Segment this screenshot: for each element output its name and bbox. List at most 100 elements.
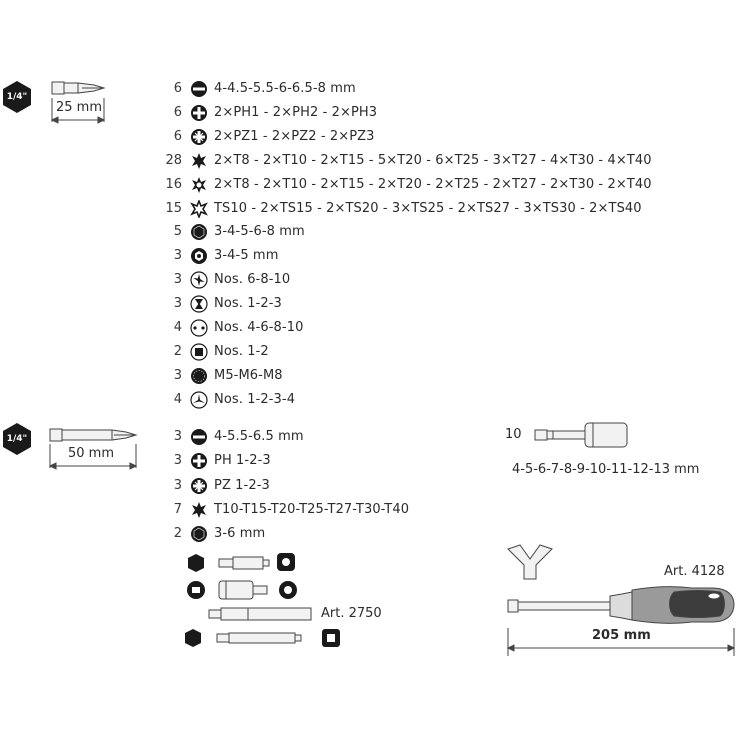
bit-spec-row: 3 M5-M6-M8: [152, 365, 712, 387]
bit-length-label: 25 mm: [56, 100, 103, 115]
bit-count: 6: [173, 81, 182, 96]
nut-setter-count: 10: [505, 427, 522, 442]
bit-sizes: Nos. 1-2: [214, 343, 269, 359]
bit-count: 3: [173, 477, 182, 493]
bit-count: 15: [165, 200, 182, 216]
bit-count: 4: [173, 320, 182, 335]
hex-icon: [190, 525, 208, 543]
bit-sizes: 3-4-5 mm: [214, 248, 279, 264]
bit-sizes: Nos. 6-8-10: [214, 272, 291, 288]
bit-sizes: TS10 - 2×TS15 - 2×TS20 - 3×TS25 - 2×TS27…: [214, 200, 642, 216]
bit-spec-row: 6 2×PH1 - 2×PH2 - 2×PH3: [152, 102, 712, 124]
phillips-icon: [190, 104, 208, 122]
hexagon-icon: [3, 423, 31, 455]
torx-icon: [190, 152, 208, 170]
bit-spec-row: 3 Nos. 6-8-10: [152, 269, 712, 291]
bit-count: 28: [165, 152, 182, 168]
bit-count: 3: [173, 429, 182, 444]
bit-spec-row: 4 Nos. 1-2-3-4: [152, 389, 712, 411]
bit-spec-row: 3 PZ 1-2-3: [152, 475, 712, 497]
bit-count: 2: [173, 526, 182, 542]
bit-sizes: Nos. 1-2-3: [214, 296, 282, 312]
bit-count: 2: [173, 343, 182, 359]
bit-sizes: 3-6 mm: [214, 526, 266, 542]
drive-size-label-2: 1/4": [6, 434, 28, 444]
bit-count: 16: [165, 176, 182, 192]
bit-spec-row: 7 T10-T15-T20-T25-T27-T30-T40: [152, 499, 712, 521]
slotted-icon: [190, 428, 208, 446]
bit-length-label-2: 50 mm: [68, 446, 115, 461]
bit-sizes: 2×T8 - 2×T10 - 2×T15 - 2×T20 - 2×T25 - 2…: [214, 176, 652, 192]
extension-bar-drawing: [216, 632, 302, 644]
screwdriver-length-label: 205 mm: [592, 628, 651, 643]
drive-size-badge: 1/4": [2, 80, 32, 114]
tri-wing-icon: [190, 391, 208, 409]
socket-adapter-drawing: [218, 580, 268, 600]
bit-count: 3: [173, 367, 182, 383]
bit-sizes: 2×PZ1 - 2×PZ2 - 2×PZ3: [214, 128, 375, 144]
pozidriv-icon: [190, 477, 208, 495]
bit-count: 7: [173, 501, 182, 517]
drive-size-badge-2: 1/4": [2, 422, 32, 456]
bit-spec-row: 3 4-5.5-6.5 mm: [152, 426, 712, 448]
bit-sizes: 3-4-5-6-8 mm: [214, 224, 305, 240]
bit-spec-row: 15 TS10 - 2×TS15 - 2×TS20 - 3×TS25 - 2×TS…: [152, 198, 712, 220]
bit-sizes: Nos. 1-2-3-4: [214, 391, 296, 407]
round-badge-icon: [187, 581, 205, 599]
small-hex-badge-icon: [188, 554, 204, 572]
socket-badge-icon-2: [322, 629, 340, 647]
bit-count: 5: [173, 224, 182, 240]
square-icon: [190, 343, 208, 361]
bit-count: 6: [173, 104, 182, 120]
xzn-icon: [190, 367, 208, 385]
nut-setter-sizes: 4-5-6-7-8-9-10-11-12-13 mm: [512, 462, 700, 477]
bit-spec-row: 6 4-4.5-5.5-6-6.5-8 mm: [152, 78, 712, 100]
torx-icon: [190, 501, 208, 519]
round-badge-icon-2: [279, 581, 297, 599]
bit-sizes: Nos. 4-6-8-10: [214, 320, 304, 335]
bit-sizes: 4-4.5-5.5-6-6.5-8 mm: [214, 81, 356, 96]
bit-count: 3: [173, 453, 182, 469]
wing-adapter-drawing: [507, 544, 553, 580]
hex-tamper-icon: [190, 247, 208, 265]
bit-sizes: 2×PH1 - 2×PH2 - 2×PH3: [214, 104, 378, 120]
bit-holder-drawing: [208, 607, 312, 621]
small-hex-badge-icon-2: [185, 629, 201, 647]
bit-count: 4: [173, 391, 182, 407]
bit-count: 3: [173, 296, 182, 312]
bit-spec-row: 3 PH 1-2-3: [152, 450, 712, 472]
tri-wing-bowtie-icon: [190, 295, 208, 313]
bit-25mm-drawing: [50, 81, 106, 124]
bit-spec-row: 2 3-6 mm: [152, 523, 712, 545]
bit-spec-row: 28 2×T8 - 2×T10 - 2×T15 - 5×T20 - 6×T25 -…: [152, 150, 712, 172]
bit-sizes: PZ 1-2-3: [214, 477, 270, 493]
bit-sizes: M5-M6-M8: [214, 367, 283, 383]
spanner-icon: [190, 319, 208, 337]
bit-50mm-drawing: [48, 428, 138, 470]
hex-icon: [190, 223, 208, 241]
phillips-icon: [190, 452, 208, 470]
slotted-icon: [190, 80, 208, 98]
hexagon-icon: [3, 81, 31, 113]
bit-sizes: PH 1-2-3: [214, 453, 271, 469]
bit-holder-art-label: Art. 2750: [321, 606, 382, 621]
bit-spec-row: 5 3-4-5-6-8 mm: [152, 221, 712, 243]
bit-sizes: T10-T15-T20-T25-T27-T30-T40: [214, 501, 410, 517]
bit-count: 3: [173, 272, 182, 288]
pozidriv-icon: [190, 128, 208, 146]
bit-sizes: 2×T8 - 2×T10 - 2×T15 - 5×T20 - 6×T25 - 3…: [214, 152, 652, 168]
bit-spec-row: 3 Nos. 1-2-3: [152, 293, 712, 315]
bit-adapter-drawing: [218, 556, 270, 570]
bit-spec-row: 2 Nos. 1-2: [152, 341, 712, 363]
bit-sizes: 4-5.5-6.5 mm: [214, 429, 304, 444]
bit-count: 3: [173, 248, 182, 264]
screwdriver-art-label: Art. 4128: [664, 564, 725, 579]
drive-size-label: 1/4": [6, 92, 28, 102]
torx-plus-icon: [190, 199, 208, 218]
bit-count: 6: [173, 128, 182, 144]
nut-setter-drawing: [534, 422, 628, 448]
screwdriver-drawing: [506, 586, 736, 656]
socket-badge-icon: [277, 553, 295, 571]
bit-spec-row: 4 Nos. 4-6-8-10: [152, 317, 712, 339]
bit-spec-row: 3 3-4-5 mm: [152, 245, 712, 267]
